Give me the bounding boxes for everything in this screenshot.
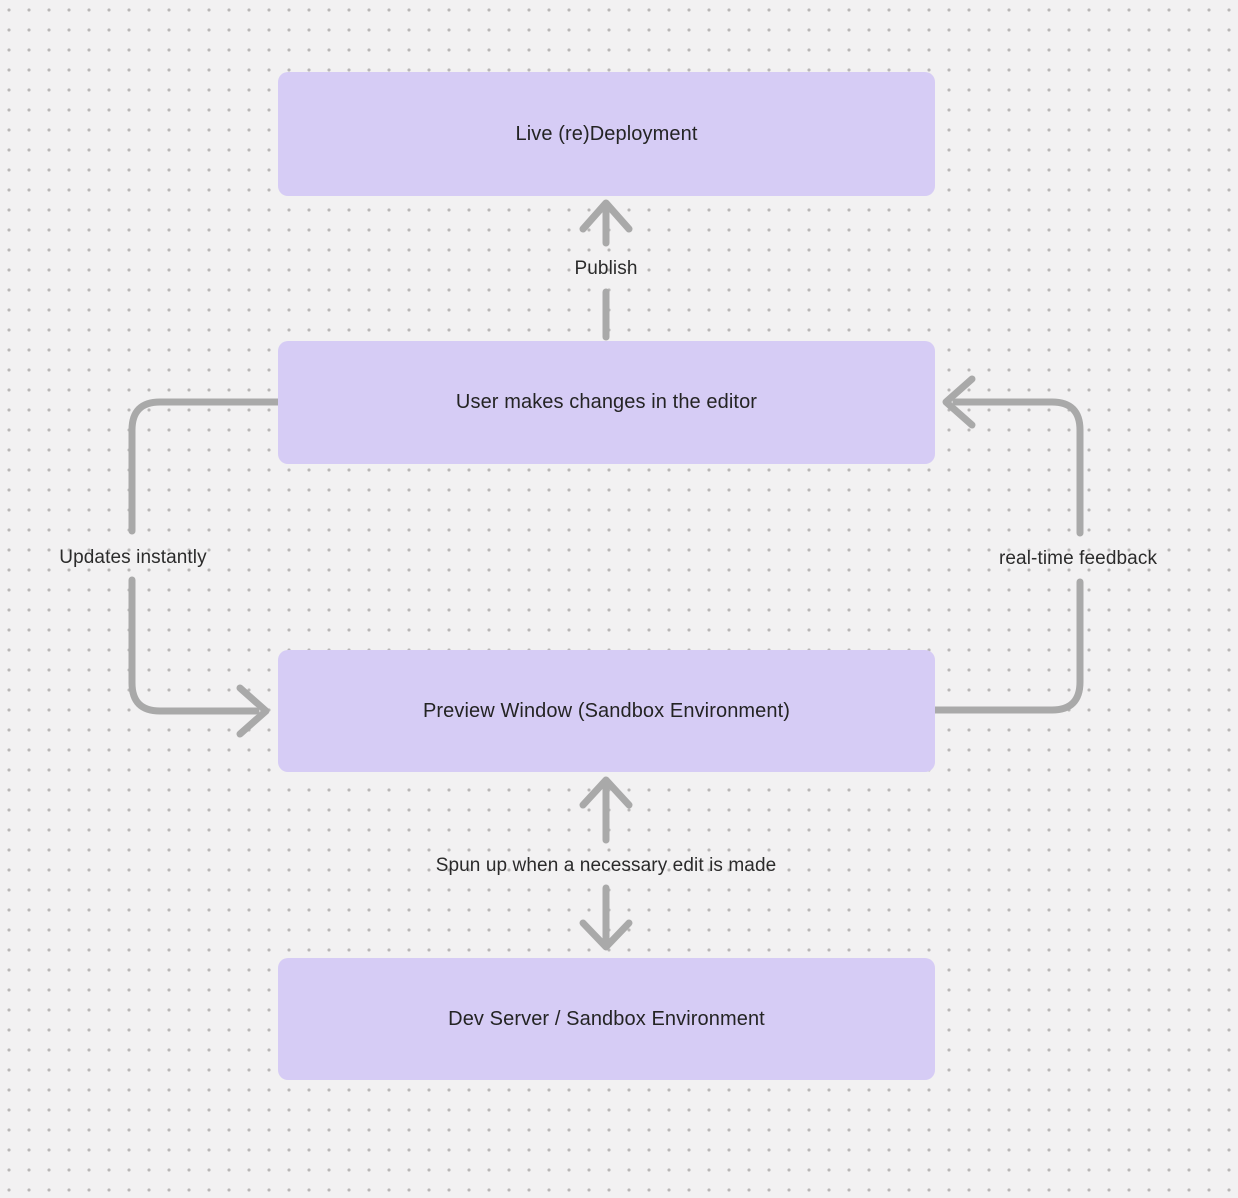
edge-label-realtime-feedback: real-time feedback xyxy=(998,548,1158,569)
node-label: Live (re)Deployment xyxy=(515,122,698,145)
node-dev-server[interactable]: Dev Server / Sandbox Environment xyxy=(278,958,935,1080)
edge-label-publish: Publish xyxy=(574,258,638,279)
edge-feedback-line-lower xyxy=(931,578,1084,714)
edge-updates-line-upper xyxy=(128,398,282,535)
edge-feedback-line-upper xyxy=(952,398,1084,537)
node-label: Preview Window (Sandbox Environment) xyxy=(422,699,791,722)
edge-publish-arrowhead-up-icon xyxy=(579,199,633,233)
edge-label-updates-instantly: Updates instantly xyxy=(59,547,207,568)
node-preview-window[interactable]: Preview Window (Sandbox Environment) xyxy=(278,650,935,772)
edge-updates-arrowhead-right-icon xyxy=(236,684,270,738)
node-label: Dev Server / Sandbox Environment xyxy=(448,1007,765,1030)
edge-spunup-arrowhead-up-icon xyxy=(579,776,633,809)
edge-spunup-arrowhead-down-icon xyxy=(579,919,633,951)
edge-updates-line-lower xyxy=(128,576,260,715)
node-live-redeployment[interactable]: Live (re)Deployment xyxy=(278,72,935,196)
edge-label-spun-up: Spun up when a necessary edit is made xyxy=(435,855,777,876)
edge-feedback-arrowhead-left-icon xyxy=(942,375,976,429)
node-label: User makes changes in the editor xyxy=(455,391,758,413)
node-user-editor[interactable]: User makes changes in the editor xyxy=(278,341,935,464)
